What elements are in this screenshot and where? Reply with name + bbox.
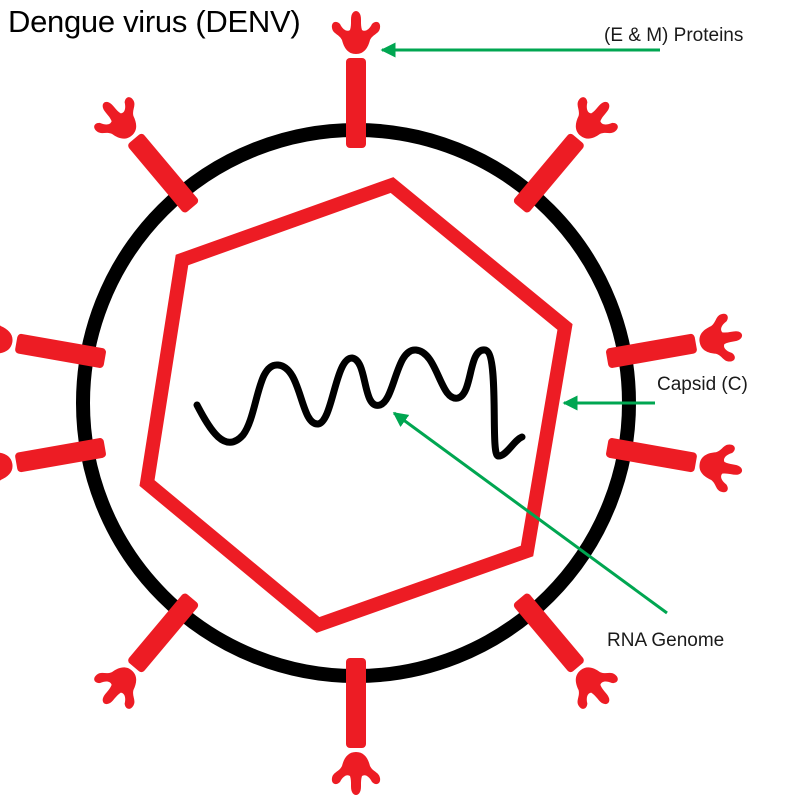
protein-spike	[501, 87, 627, 224]
rna-genome-label: RNA Genome	[607, 630, 725, 651]
proteins-label: (E & M) Proteins	[604, 25, 744, 46]
diagram-title: Dengue virus (DENV)	[8, 4, 301, 39]
capsid	[139, 177, 573, 633]
capsid-label: Capsid (C)	[657, 374, 748, 395]
rna-arrow	[392, 411, 668, 615]
protein-spike	[85, 87, 211, 224]
rna-genome	[193, 346, 526, 460]
protein-spike	[85, 582, 211, 719]
